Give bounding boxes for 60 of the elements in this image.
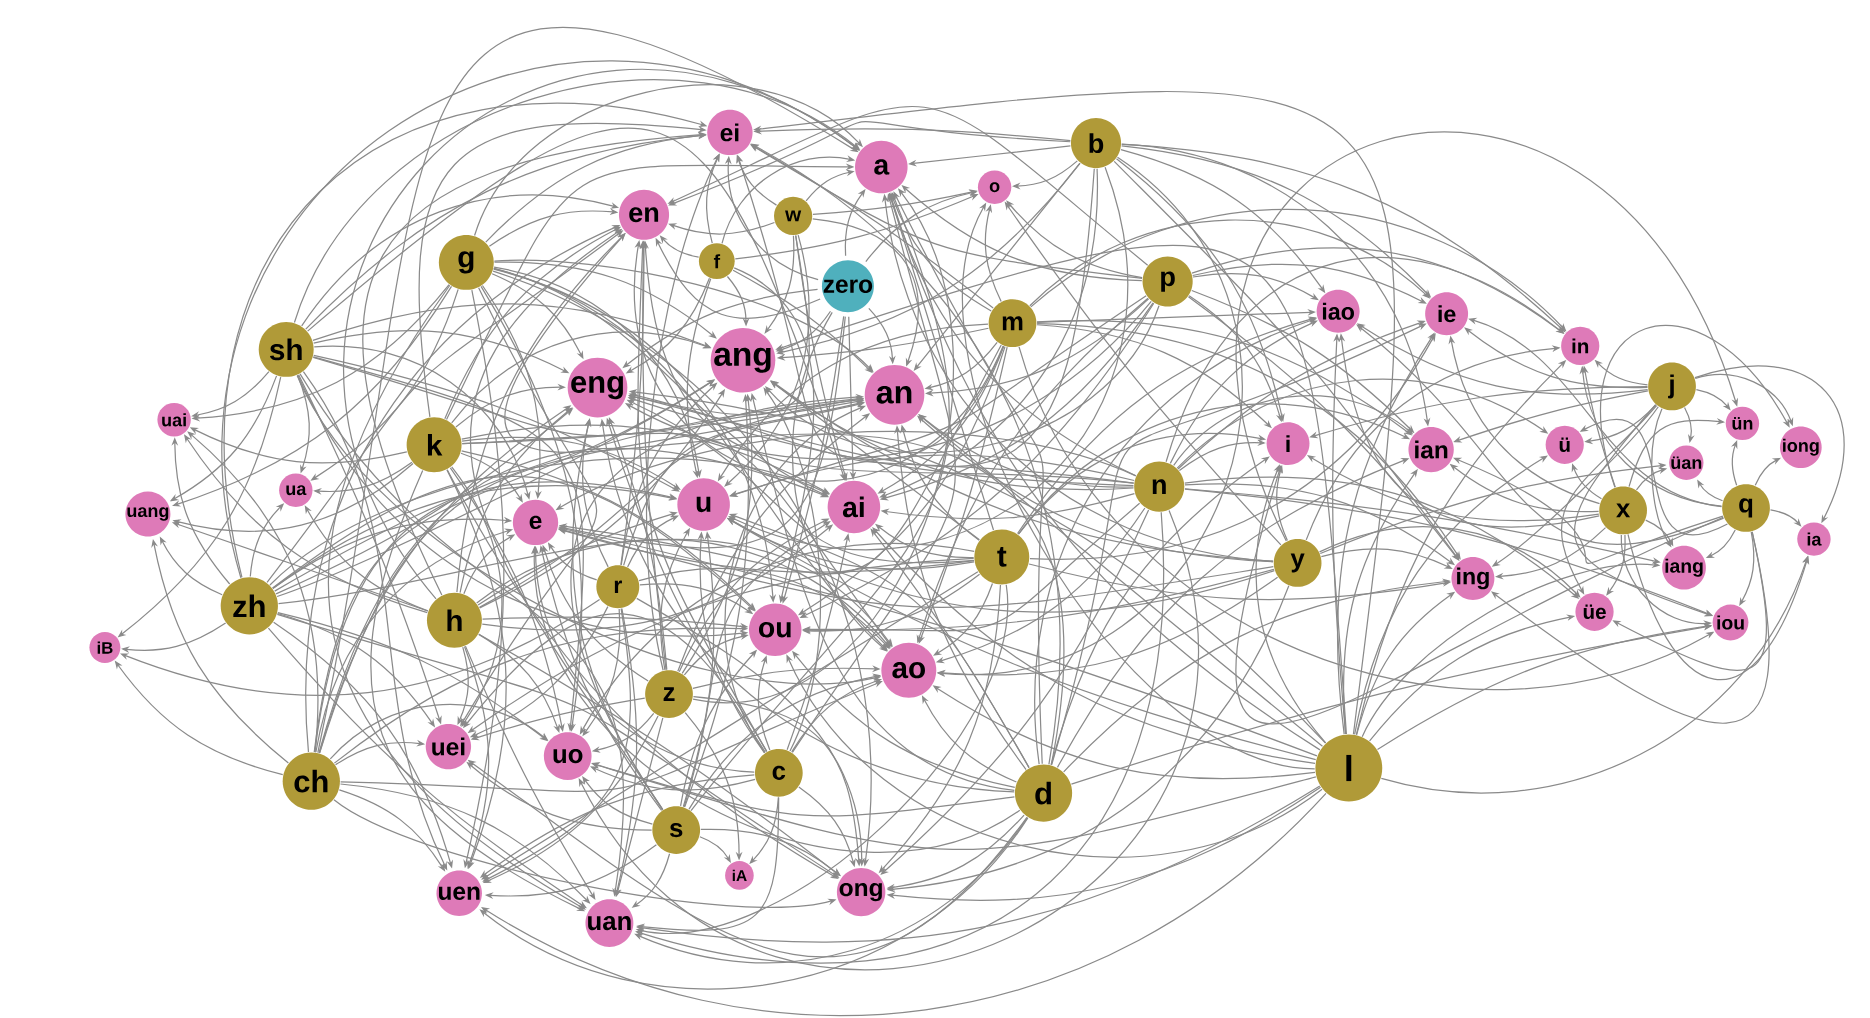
- circle-node: j: [1648, 362, 1696, 411]
- circle-node: üan: [1669, 445, 1704, 480]
- circle-node: en: [618, 189, 670, 240]
- circle-node: ua: [279, 473, 313, 507]
- circle-node: iong: [1780, 426, 1822, 469]
- circle-node: eng: [567, 357, 628, 418]
- circle-node: ü: [1545, 425, 1584, 464]
- circle-node: iB: [89, 632, 121, 664]
- circle-node: p: [1142, 256, 1193, 307]
- circle-node: iA: [725, 861, 754, 890]
- circle-node: d: [1014, 764, 1073, 822]
- circle-node: iou: [1712, 604, 1749, 641]
- circle-node: a: [855, 140, 908, 194]
- circle-node: b: [1070, 118, 1122, 169]
- circle-node: ch: [282, 752, 340, 810]
- circle-node: ong: [836, 867, 886, 917]
- circle-node: ou: [748, 603, 802, 656]
- circle-node: e: [512, 499, 559, 546]
- circle-node: s: [652, 806, 701, 854]
- circle-node: ao: [881, 642, 937, 698]
- circle-node: c: [754, 748, 803, 797]
- circle-node: z: [645, 670, 693, 718]
- circle-node: ia: [1797, 522, 1831, 556]
- circle-node: uang: [125, 491, 171, 537]
- circle-node: ai: [827, 480, 881, 534]
- circle-node: g: [438, 234, 494, 290]
- circle-node: zero: [821, 260, 874, 313]
- circle-node: t: [974, 529, 1030, 585]
- circle-node: iao: [1316, 289, 1360, 333]
- circle-node: üe: [1575, 592, 1614, 631]
- circle-node: in: [1561, 326, 1600, 365]
- circle-node: o: [977, 170, 1012, 204]
- circle-node: q: [1722, 484, 1770, 532]
- circle-node: x: [1599, 486, 1647, 535]
- circle-node: sh: [258, 321, 314, 377]
- circle-node: y: [1273, 539, 1322, 587]
- circle-node: ing: [1451, 556, 1495, 600]
- circle-node: u: [677, 478, 730, 531]
- circle-node: f: [698, 243, 735, 280]
- circle-node: uen: [436, 870, 482, 917]
- circle-node: r: [596, 565, 640, 609]
- circle-node: uan: [585, 899, 634, 948]
- circle-node: an: [864, 365, 925, 425]
- circle-node: l: [1315, 734, 1383, 802]
- circle-node: iang: [1662, 545, 1706, 590]
- circle-node: ün: [1725, 406, 1760, 441]
- circle-node: ang: [710, 327, 776, 393]
- circle-node: uo: [543, 732, 592, 780]
- circle-node: h: [426, 592, 482, 648]
- circle-node: uei: [425, 723, 472, 770]
- circle-node: ie: [1425, 292, 1469, 336]
- circle-node: zh: [220, 577, 278, 635]
- circle-node: ian: [1408, 426, 1454, 473]
- circle-node: n: [1134, 461, 1185, 512]
- circle-node: ei: [707, 109, 753, 156]
- circle-node: w: [774, 196, 813, 235]
- circle-node: uai: [157, 403, 191, 437]
- circle-node: i: [1266, 422, 1310, 466]
- circle-node: m: [988, 299, 1037, 348]
- circle-node: k: [406, 417, 462, 473]
